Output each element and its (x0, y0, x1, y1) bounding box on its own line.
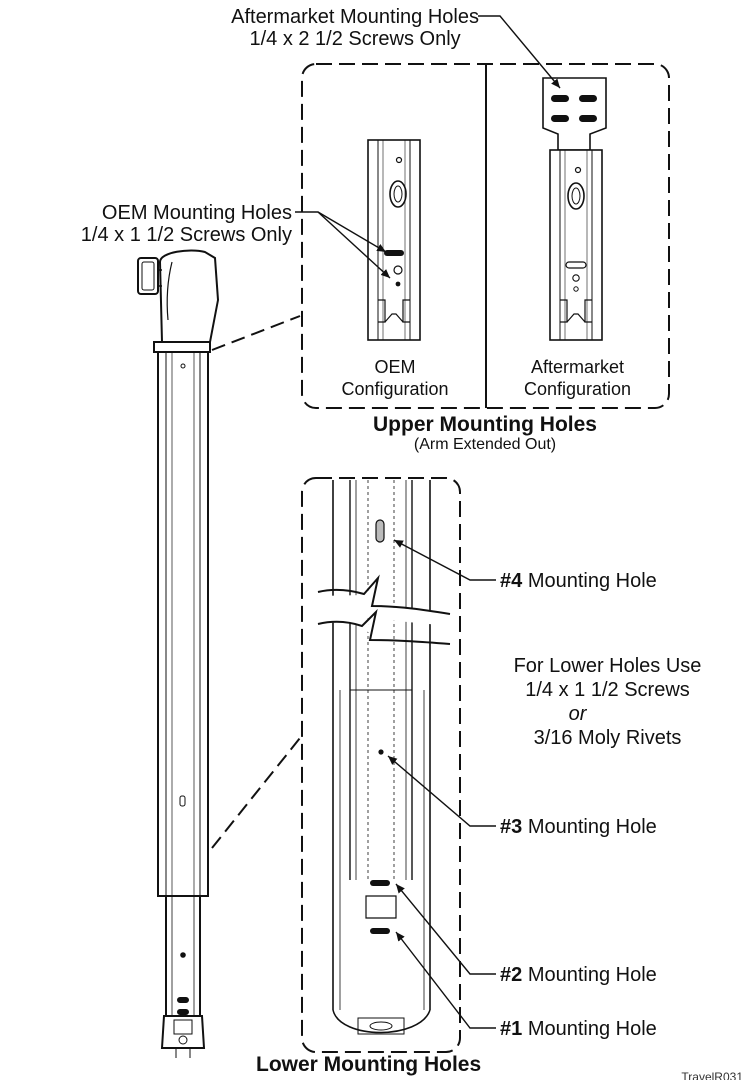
oem-rail (367, 139, 421, 341)
callout-connectors (211, 315, 301, 849)
hole1-text: Mounting Hole (527, 1018, 657, 1040)
hole4-number: #4 (500, 570, 523, 592)
hole1-number: #1 (500, 1018, 523, 1040)
hole3-text: Mounting Hole (527, 816, 657, 838)
leader-lines (295, 15, 561, 1029)
lower-rail (332, 480, 431, 1035)
oem-holes-line1: OEM Mounting Holes (101, 202, 292, 224)
lower-detail-box (301, 477, 461, 1053)
hole1-label: #1 Mounting Hole (500, 1018, 657, 1040)
upper-detail-box (301, 63, 670, 409)
hole2-label: #2 Mounting Hole (500, 964, 657, 986)
oem-config-line1: OEM (374, 357, 416, 377)
aftermarket-config-line2: Configuration (523, 379, 632, 399)
oem-holes-line2: 1/4 x 1 1/2 Screws Only (80, 224, 292, 246)
hole2-number: #2 (500, 964, 523, 986)
oem-config-line2: Configuration (341, 379, 449, 399)
lower-holes-title: Lower Mounting Holes (256, 1053, 482, 1076)
aftermarket-holes-label: Aftermarket Mounting Holes 1/4 x 2 1/2 S… (231, 6, 479, 50)
oem-config-label: OEM Configuration (310, 356, 480, 400)
arm-full-view (137, 249, 220, 1058)
aftermarket-config-line1: Aftermarket (530, 357, 625, 377)
lower-holes-note: For Lower Holes Use 1/4 x 1 1/2 Screws o… (470, 654, 745, 750)
figure-code: TravelR031 (681, 1070, 743, 1080)
aftermarket-holes-line1: Aftermarket Mounting Holes (231, 6, 479, 28)
hole3-label: #3 Mounting Hole (500, 816, 657, 838)
lower-note-line1: For Lower Holes Use (513, 655, 702, 677)
upper-holes-title: Upper Mounting Holes (373, 413, 597, 436)
aftermarket-holes-line2: 1/4 x 2 1/2 Screws Only (249, 28, 461, 50)
hole2-text: Mounting Hole (527, 964, 657, 986)
aftermarket-config-label: Aftermarket Configuration (490, 356, 665, 400)
aftermarket-rail (542, 77, 607, 341)
upper-holes-heading: Upper Mounting Holes (Arm Extended Out) (300, 414, 670, 454)
hole4-text: Mounting Hole (527, 570, 657, 592)
lower-note-line3: or (568, 703, 587, 725)
lower-note-line4: 3/16 Moly Rivets (533, 727, 682, 749)
lower-note-line2: 1/4 x 1 1/2 Screws (525, 679, 690, 701)
rail-break-marks (317, 574, 451, 645)
upper-holes-subtitle: (Arm Extended Out) (413, 436, 557, 453)
hole4-label: #4 Mounting Hole (500, 570, 657, 592)
oem-holes-label: OEM Mounting Holes 1/4 x 1 1/2 Screws On… (81, 202, 292, 246)
hole3-number: #3 (500, 816, 523, 838)
